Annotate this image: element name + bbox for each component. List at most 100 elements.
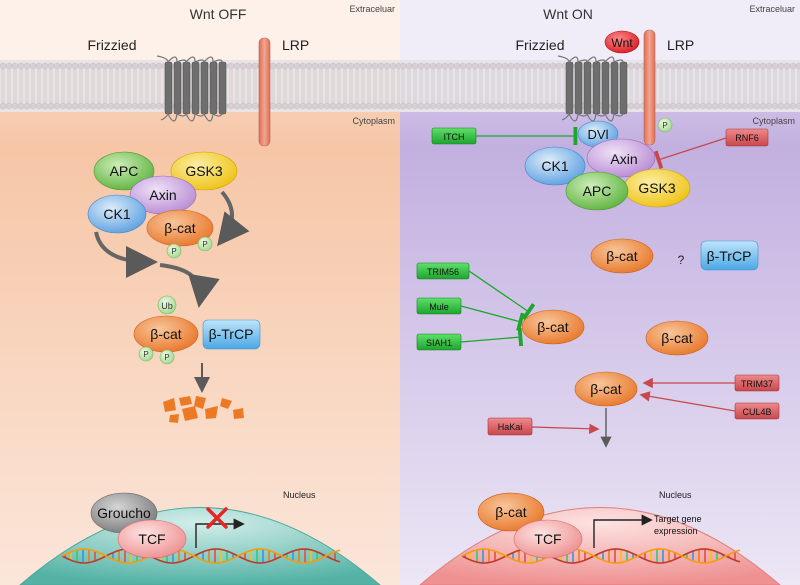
lipid-head xyxy=(531,102,539,110)
frizzled-helix xyxy=(191,61,200,115)
lipid-head xyxy=(143,62,151,70)
lipid-head xyxy=(311,102,319,110)
lipid-head xyxy=(65,62,73,70)
lipid-head xyxy=(77,102,85,110)
lipid-head xyxy=(663,102,671,110)
lipid-head xyxy=(681,62,689,70)
lipid-head xyxy=(113,102,121,110)
dna-strand xyxy=(461,548,741,564)
right-gsk3-label: GSK3 xyxy=(638,180,676,196)
frizzled-helix xyxy=(218,61,227,115)
lipid-head xyxy=(753,62,761,70)
lipid-head xyxy=(429,102,437,110)
lipid-head xyxy=(41,102,49,110)
lipid-head xyxy=(723,62,731,70)
frizzled-loop xyxy=(557,55,624,64)
lipid-head xyxy=(501,62,509,70)
lipid-head xyxy=(759,62,767,70)
right-bcat-free-label: β-cat xyxy=(661,330,693,346)
lipid-head xyxy=(495,62,503,70)
lipid-head xyxy=(747,102,755,110)
right-dna-helix xyxy=(461,548,741,564)
lipid-head xyxy=(729,102,737,110)
lipid-head xyxy=(501,102,509,110)
right-lrp-label: LRP xyxy=(667,37,694,53)
lipid-head xyxy=(365,62,373,70)
lipid-head xyxy=(359,102,367,110)
lipid-head xyxy=(741,62,749,70)
lipid-head xyxy=(287,102,295,110)
lipid-head xyxy=(507,62,515,70)
left-extracellular-label: Extraceluar xyxy=(349,4,395,14)
lipid-head xyxy=(383,62,391,70)
mule-inhibition xyxy=(460,305,525,332)
right-bcat-mid-label: β-cat xyxy=(537,319,569,335)
lipid-head xyxy=(405,102,413,110)
lipid-head xyxy=(441,62,449,70)
left-lrp-receptor xyxy=(258,37,271,147)
lipid-head xyxy=(233,62,241,70)
left-phospho-3 xyxy=(138,346,154,362)
lipid-head xyxy=(35,102,43,110)
lipid-head xyxy=(735,102,743,110)
lipid-head xyxy=(305,62,313,70)
lipid-head xyxy=(711,102,719,110)
lipid-head xyxy=(681,102,689,110)
left-apc xyxy=(93,151,155,191)
lipid-head xyxy=(299,102,307,110)
left-phospho-3-label: P xyxy=(143,350,148,359)
right-extracellular-area xyxy=(400,0,800,60)
lipid-head xyxy=(77,62,85,70)
left-cycle-arrow-2 xyxy=(217,190,250,247)
lipid-head xyxy=(47,102,55,110)
rnf6-box xyxy=(725,128,769,147)
lipid-head xyxy=(125,62,133,70)
lipid-head xyxy=(525,102,533,110)
left-transcription-arrow xyxy=(195,518,245,548)
lipid-head xyxy=(299,62,307,70)
lipid-head xyxy=(251,102,259,110)
lipid-head xyxy=(113,62,121,70)
left-axin-label: Axin xyxy=(149,187,176,203)
frizzled-helix xyxy=(592,61,601,115)
rnf6-label: RNF6 xyxy=(735,133,759,143)
mule-label: Mule xyxy=(429,302,449,312)
lipid-head xyxy=(399,62,407,70)
lipid-head xyxy=(795,102,800,110)
target-gene-label-line1: Target gene xyxy=(654,514,702,524)
frizzled-helix xyxy=(173,61,182,115)
lipid-head xyxy=(23,62,31,70)
left-btrcp xyxy=(202,319,261,350)
lipid-head xyxy=(417,102,425,110)
lipid-head xyxy=(633,62,641,70)
left-frizzled-label: Frizzied xyxy=(87,37,136,53)
rnf6-inhibition xyxy=(653,137,727,170)
left-cytoplasm-label: Cytoplasm xyxy=(352,116,395,126)
lipid-head xyxy=(747,62,755,70)
lipid-head xyxy=(765,62,773,70)
lipid-head xyxy=(705,62,713,70)
lipid-head xyxy=(251,62,259,70)
lipid-head xyxy=(489,102,497,110)
lipid-head xyxy=(11,62,19,70)
lipid-head xyxy=(549,62,557,70)
lipid-head xyxy=(495,102,503,110)
lipid-head xyxy=(239,62,247,70)
lipid-head xyxy=(275,62,283,70)
frizzled-helix xyxy=(619,61,628,115)
lipid-head xyxy=(281,62,289,70)
lipid-head xyxy=(137,102,145,110)
lipid-head xyxy=(149,62,157,70)
lipid-head xyxy=(543,102,551,110)
lipid-head xyxy=(95,62,103,70)
frizzled-helix xyxy=(601,61,610,115)
lipid-head xyxy=(483,102,491,110)
lipid-head xyxy=(155,62,163,70)
frizzled-tail xyxy=(561,112,624,122)
left-panel: Wnt OFF Extraceluar Cytoplasm Frizzied L… xyxy=(0,0,403,585)
left-cycle-arrow-1 xyxy=(94,231,158,278)
lipid-head xyxy=(465,102,473,110)
question-mark: ? xyxy=(678,253,685,267)
right-tcf xyxy=(513,519,583,559)
frizzled-helix xyxy=(610,61,619,115)
